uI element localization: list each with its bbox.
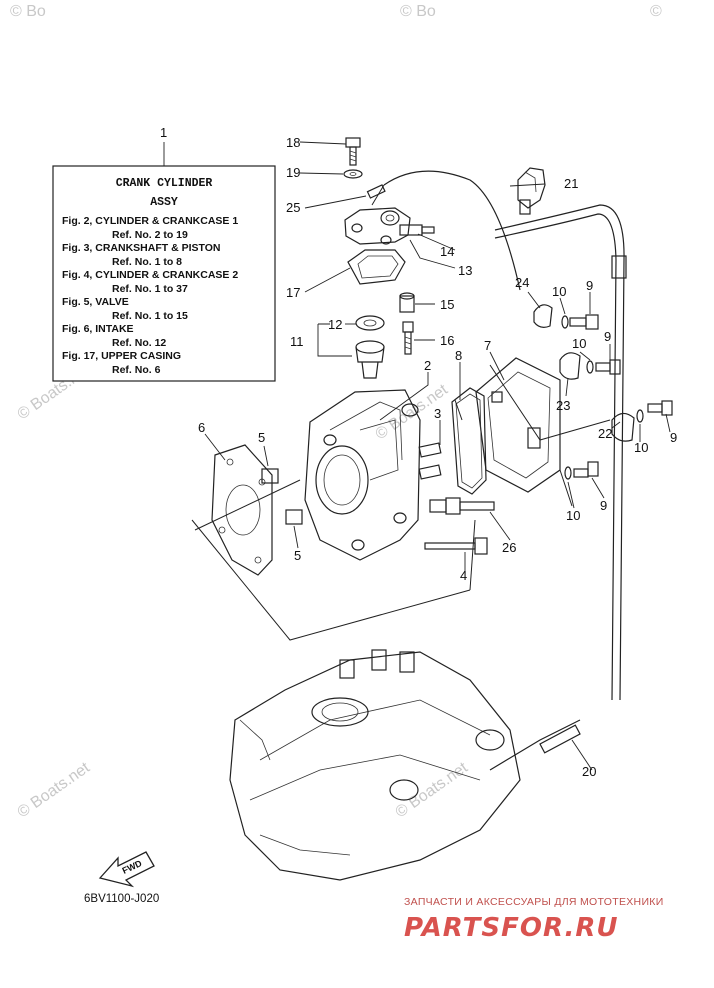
callout-21: 21 (564, 176, 578, 191)
callout-9: 9 (586, 278, 593, 293)
callout-16: 16 (440, 333, 454, 348)
box-line: Fig. 4, CYLINDER & CRANKCASE 2 (62, 269, 238, 281)
watermark: © Bo (10, 3, 46, 20)
box-line: Fig. 3, CRANKSHAFT & PISTON (62, 242, 220, 254)
dowel-pins-5 (261, 468, 303, 525)
callout-15: 15 (440, 297, 454, 312)
callout-18: 18 (286, 135, 300, 150)
drawing-code: 6BV1100-J020 (84, 893, 159, 905)
callout-9: 9 (670, 430, 677, 445)
callouts: 18 19 25 14 13 17 15 12 11 16 21 24 10 9… (198, 135, 677, 779)
callout-3: 3 (434, 406, 441, 421)
assembly-reference-box: 1 CRANK CYLINDER ASSY Fig. 2, CYLINDER &… (52, 125, 276, 382)
callout-11: 11 (290, 334, 304, 349)
dowel-pins-3 (418, 442, 442, 480)
callout-8: 8 (455, 348, 462, 363)
ad-brand-logo: PARTSFOR.RU (404, 913, 618, 943)
box-line: Ref. No. 12 (112, 337, 166, 349)
box-subtitle: ASSY (150, 196, 178, 209)
anode-cover-7 (475, 357, 561, 493)
box-line: Fig. 2, CYLINDER & CRANKCASE 1 (62, 215, 238, 227)
watermark: © Boats.net (393, 759, 472, 821)
callout-1: 1 (160, 125, 167, 140)
callout-23: 23 (556, 398, 570, 413)
right-hardware (533, 304, 673, 480)
assembly-leaders (191, 184, 611, 641)
cable-20 (489, 719, 581, 771)
gasket-12 (355, 315, 385, 331)
callout-24: 24 (515, 275, 529, 290)
callout-4: 4 (460, 568, 467, 583)
callout-14: 14 (440, 244, 454, 259)
callout-9: 9 (600, 498, 607, 513)
thermostat-11 (355, 340, 385, 379)
bolt-4 (424, 537, 488, 555)
callout-10: 10 (634, 440, 648, 455)
head-gasket-6 (211, 444, 273, 576)
box-line: Ref. No. 2 to 19 (112, 229, 188, 241)
callout-10: 10 (572, 336, 586, 351)
watermark: © (650, 3, 662, 20)
callout-22: 22 (598, 426, 612, 441)
watermark: © Boats.net (15, 759, 94, 821)
watermark: © Bo (400, 3, 436, 20)
callout-2: 2 (424, 358, 431, 373)
box-line: Fig. 5, VALVE (62, 296, 129, 308)
box-title: CRANK CYLINDER (116, 177, 213, 190)
callout-12: 12 (328, 317, 342, 332)
callout-20: 20 (582, 764, 596, 779)
box-line: Ref. No. 1 to 8 (112, 256, 182, 268)
bolt-16 (402, 321, 414, 355)
box-line: Fig. 17, UPPER CASING (62, 350, 181, 362)
callout-5: 5 (294, 548, 301, 563)
cylinder-block-2 (304, 389, 421, 561)
box-line: Ref. No. 6 (112, 364, 161, 376)
box-line: Ref. No. 1 to 37 (112, 283, 188, 295)
hose-clip-21 (517, 167, 546, 215)
box-line: Fig. 6, INTAKE (62, 323, 134, 335)
callout-19: 19 (286, 165, 300, 180)
callout-6: 6 (198, 420, 205, 435)
spark-plug-26 (429, 497, 495, 515)
callout-10: 10 (566, 508, 580, 523)
box-line: Ref. No. 1 to 15 (112, 310, 188, 322)
callout-17: 17 (286, 285, 300, 300)
callout-13: 13 (458, 263, 472, 278)
callout-10: 10 (552, 284, 566, 299)
gasket-8 (451, 387, 487, 495)
fwd-arrow-icon: FWD (98, 851, 155, 888)
plug-15 (399, 292, 415, 313)
ad-tagline: ЗАПЧАСТИ И АКСЕССУАРЫ ДЛЯ МОТОТЕХНИКИ (404, 896, 664, 908)
thermostat-assembly (343, 137, 521, 291)
callout-26: 26 (502, 540, 516, 555)
callout-7: 7 (484, 338, 491, 353)
callout-9: 9 (604, 329, 611, 344)
callout-5: 5 (258, 430, 265, 445)
crankcase-assembly (229, 649, 521, 881)
callout-25: 25 (286, 200, 300, 215)
callout-leaders (204, 141, 671, 771)
